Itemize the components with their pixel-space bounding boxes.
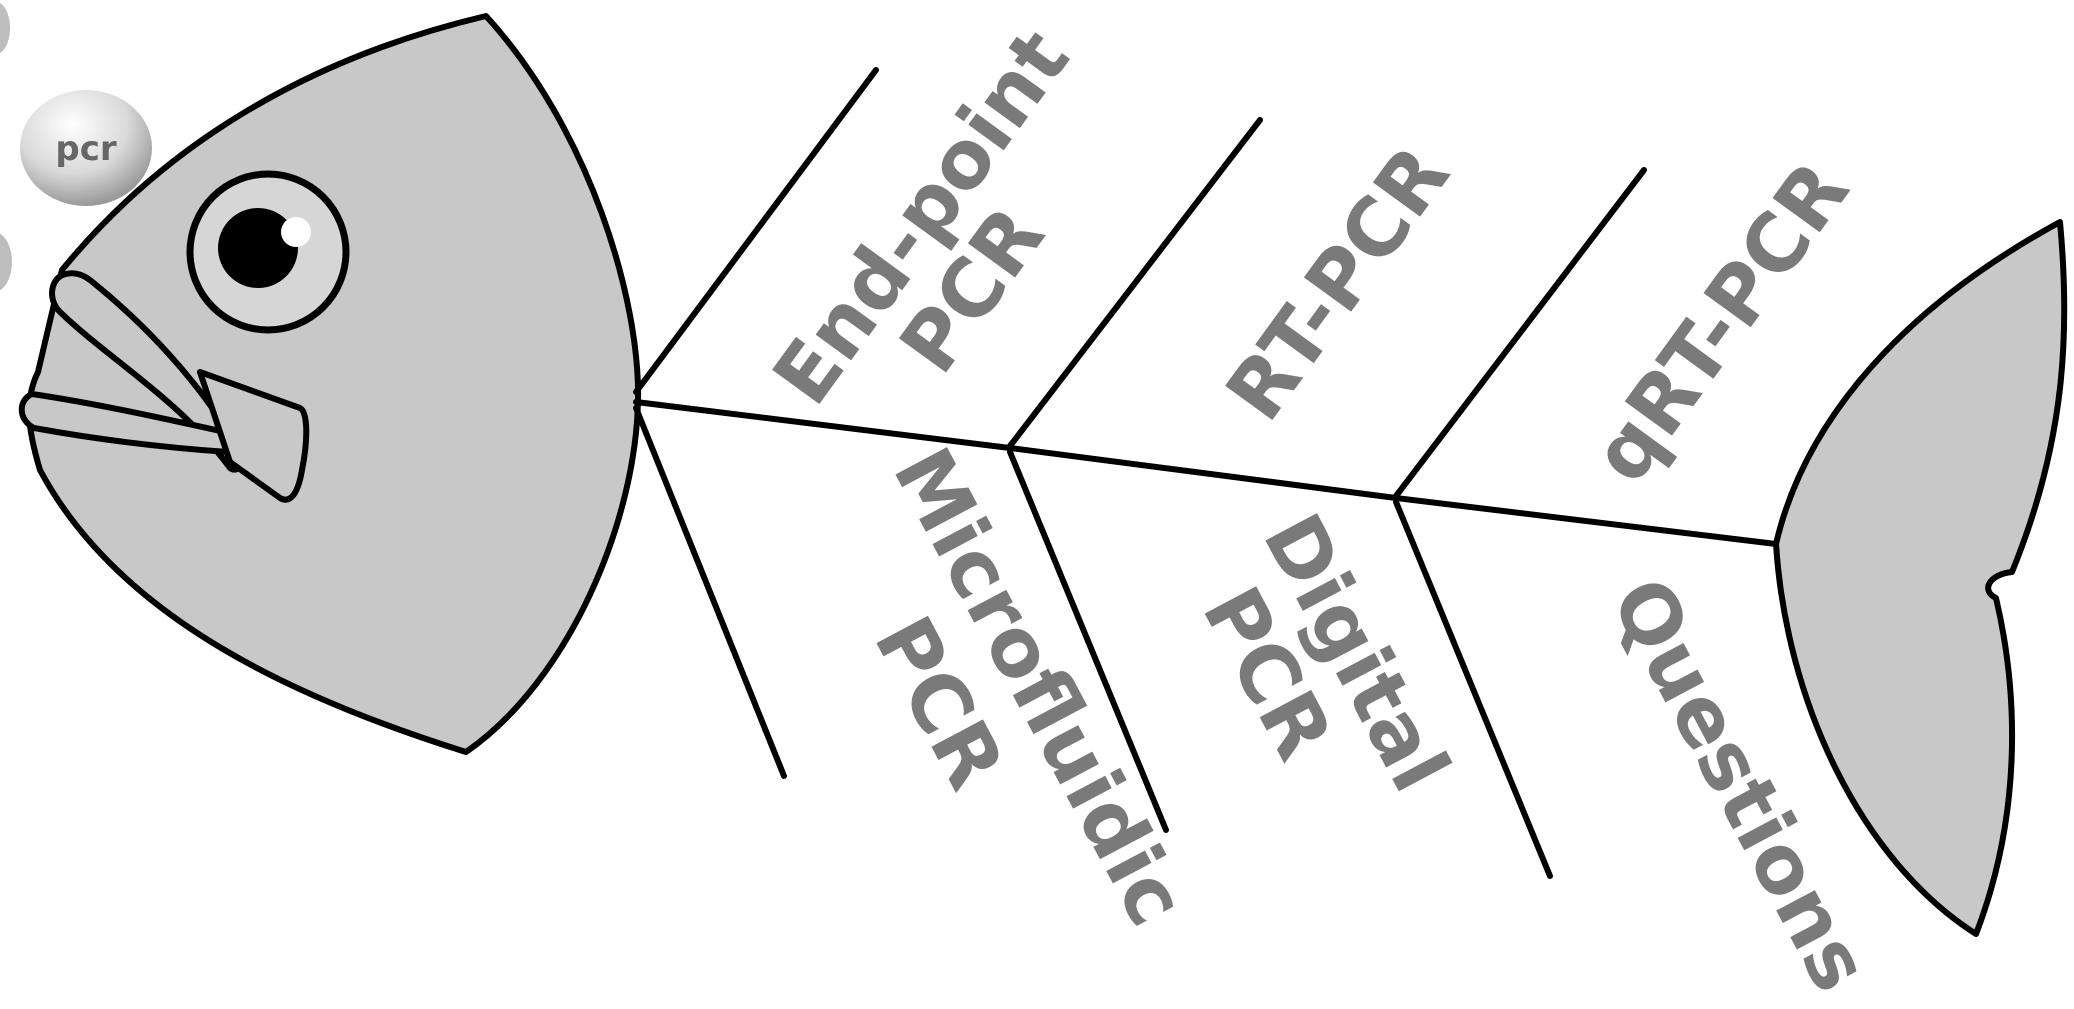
bone-bottom-2 [1007,449,1169,833]
eye-pupil [218,208,298,288]
fish-spine [633,399,1779,547]
fish-tail [1773,219,2068,937]
partial-badge-shape [0,3,10,53]
pcr-badge-text: pcr [55,129,116,169]
eye-highlight [281,217,311,247]
partial-badge-shape [0,233,12,291]
fish-eye [186,170,350,334]
bone-bottom-3 [1393,499,1553,879]
pcr-badge[interactable]: pcr [20,90,152,206]
fish-mouth-flap [197,369,310,503]
bone-top-1 [633,67,879,395]
pcr-badge-shape [20,90,152,206]
fish-head [26,13,642,755]
bone-top-2 [1007,117,1263,449]
bone-bottom-1 [633,405,787,779]
bone-top-3 [1393,167,1647,499]
